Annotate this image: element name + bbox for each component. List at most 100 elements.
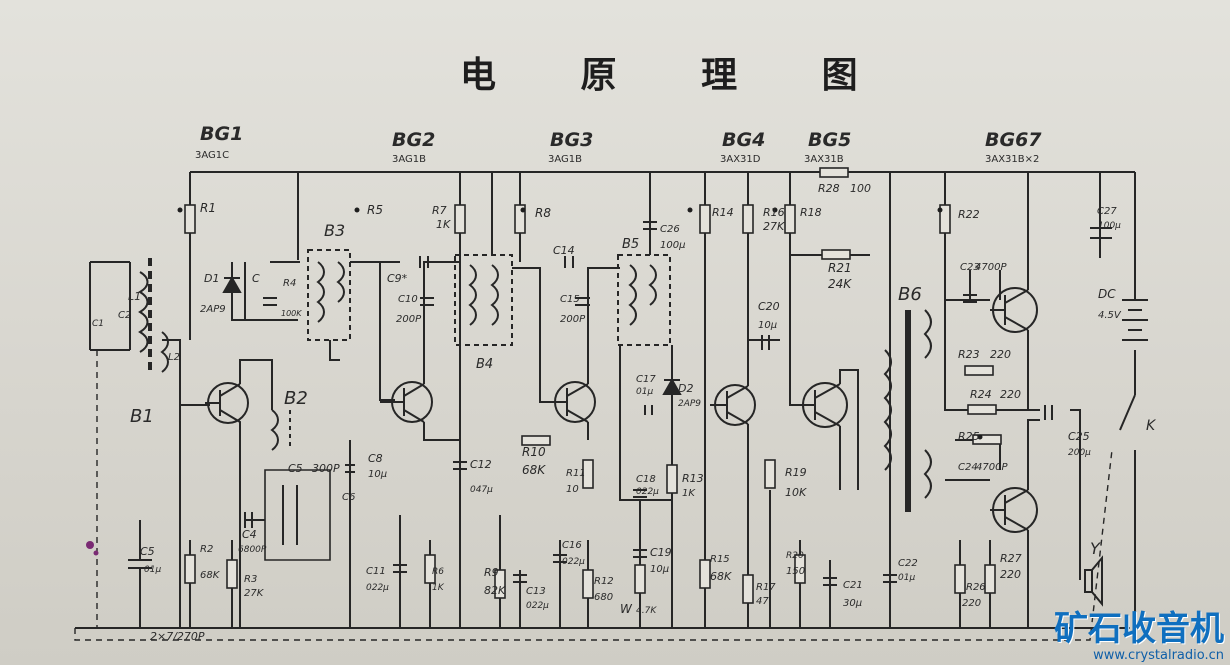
- component-label-99: 4.7K: [636, 606, 657, 616]
- component-label-48: 047μ: [470, 485, 493, 495]
- component-label-83: 27K: [244, 588, 265, 599]
- component-label-108: C22: [898, 558, 918, 569]
- watermark: 矿石收音机 www.crystalradio.cn: [1054, 610, 1224, 663]
- component-label-72: K: [1146, 418, 1157, 434]
- watermark-logo-text: 矿石收音机: [1054, 609, 1224, 649]
- component-label-113: 220: [1000, 568, 1021, 581]
- component-label-36: DC: [1098, 287, 1116, 301]
- component-label-82: R3: [244, 574, 257, 585]
- transistor-ref-4: BG4: [722, 129, 765, 151]
- component-label-90: C13: [526, 586, 546, 597]
- component-label-71: 4700P: [976, 462, 1008, 473]
- component-label-112: R27: [1000, 552, 1022, 565]
- component-label-104: R20: [786, 551, 804, 561]
- component-label-62: 10K: [785, 486, 807, 499]
- component-label-37: 4.5V: [1098, 310, 1122, 321]
- component-label-61: R19: [785, 466, 807, 479]
- component-label-80: R2: [200, 544, 213, 555]
- component-label-6: R16: [763, 206, 785, 219]
- component-label-45: C8: [368, 452, 383, 465]
- component-label-111: 220: [962, 598, 981, 609]
- transistor-ref-2: BG2: [392, 129, 435, 151]
- component-label-43: B2: [284, 388, 308, 409]
- component-label-55: D2: [678, 382, 693, 395]
- component-label-63: R23: [958, 348, 980, 361]
- component-label-38: L1: [128, 290, 141, 303]
- component-label-10: 100: [850, 182, 871, 195]
- component-label-86: R6: [432, 567, 444, 577]
- component-label-46: 10μ: [368, 469, 387, 480]
- component-label-53: C17: [636, 374, 656, 385]
- component-label-51: R11: [566, 468, 586, 479]
- component-label-67: C25: [1068, 430, 1090, 443]
- component-label-54: 01μ: [636, 387, 653, 397]
- component-label-25: 200P: [560, 314, 586, 325]
- component-label-44: B4: [476, 357, 493, 372]
- component-label-15: D1: [204, 272, 219, 285]
- transistor-ref-1: BG1: [200, 123, 243, 145]
- component-label-70: C24: [958, 462, 978, 473]
- wiring: [74, 171, 1148, 641]
- component-label-56: 2AP9: [678, 399, 701, 409]
- component-label-12: C27: [1097, 206, 1117, 217]
- component-label-3: 1K: [436, 218, 451, 231]
- component-label-4: R8: [535, 206, 551, 220]
- component-label-60: 022μ: [636, 487, 659, 497]
- transistor-model-6: 3AX31B×2: [985, 154, 1039, 165]
- component-label-106: C21: [843, 580, 863, 591]
- page-title: 电 原 理 图: [460, 55, 894, 96]
- component-label-14: B3: [324, 221, 345, 240]
- component-label-23: C14: [553, 244, 575, 257]
- component-label-92: C16: [562, 540, 582, 551]
- component-label-75: C6: [342, 492, 355, 503]
- component-label-19: 100K: [281, 309, 302, 318]
- component-label-35: 4700P: [975, 262, 1007, 273]
- component-label-24: C15: [560, 294, 580, 305]
- component-label-109: 01μ: [898, 573, 915, 583]
- component-label-13: 100μ: [1098, 221, 1121, 231]
- component-label-52: 10: [566, 484, 579, 495]
- transistor-model-3: 3AG1B: [548, 154, 582, 165]
- component-label-101: 68K: [710, 570, 732, 583]
- component-label-49: R10: [522, 445, 546, 459]
- component-label-26: B5: [622, 237, 639, 252]
- component-label-9: R28: [818, 182, 840, 195]
- component-label-87: 1K: [432, 583, 445, 593]
- component-label-30: 10μ: [758, 320, 777, 331]
- component-label-7: 27K: [763, 220, 785, 233]
- component-label-57: R13: [682, 472, 704, 485]
- component-label-5: R14: [712, 206, 734, 219]
- component-label-40: C1: [92, 319, 104, 329]
- component-label-21: C10: [398, 294, 418, 305]
- transistor-model-1: 3AG1C: [195, 150, 229, 161]
- transistor-ref-3: BG3: [550, 129, 593, 151]
- component-label-68: 200μ: [1068, 448, 1091, 458]
- component-label-65: R24: [970, 388, 992, 401]
- component-label-91: 022μ: [526, 601, 549, 611]
- component-label-17: C: [252, 272, 260, 285]
- component-label-115: 2×7/270P: [150, 630, 205, 643]
- component-label-31: R21: [828, 261, 852, 275]
- component-label-100: R15: [710, 554, 730, 565]
- component-label-107: 30μ: [843, 598, 862, 609]
- component-label-1: R5: [367, 203, 383, 217]
- diodes: [222, 275, 682, 395]
- component-label-27: C26: [660, 224, 680, 235]
- component-label-58: 1K: [682, 488, 696, 499]
- component-label-32: 24K: [828, 277, 852, 291]
- component-label-93: 022μ: [562, 557, 585, 567]
- transistor-ref-6: BG67: [985, 129, 1042, 151]
- resistors: [184, 167, 1002, 604]
- component-label-77: 6800P: [238, 545, 267, 555]
- component-label-59: C18: [636, 474, 656, 485]
- component-label-41: L2: [168, 352, 180, 363]
- component-label-22: 200P: [396, 314, 422, 325]
- component-label-2: R7: [432, 204, 447, 217]
- component-labels: BG13AG1CBG23AG1BBG33AG1BBG43AX31DBG53AX3…: [92, 123, 1157, 643]
- transistor-ref-5: BG5: [808, 129, 851, 151]
- transistor-model-4: 3AX31D: [720, 154, 761, 165]
- component-label-34: C23: [960, 262, 980, 273]
- component-label-47: C12: [470, 458, 492, 471]
- component-label-11: R22: [958, 208, 980, 221]
